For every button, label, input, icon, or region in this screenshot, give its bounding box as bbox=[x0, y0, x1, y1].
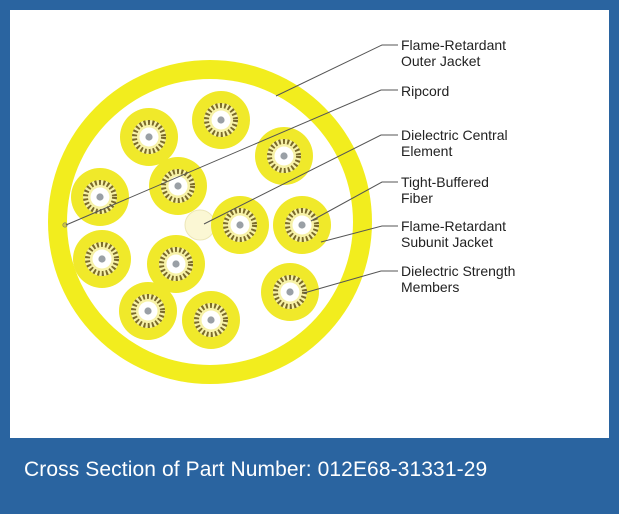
label-outer-jacket-line1: Flame-Retardant bbox=[401, 37, 506, 53]
subunit bbox=[73, 230, 131, 288]
leader-lines bbox=[65, 44, 398, 294]
fiber-core bbox=[207, 316, 215, 324]
label-tight-buffered-fiber-line2: Fiber bbox=[401, 190, 433, 206]
leader-line bbox=[65, 89, 398, 226]
strength-member-stripes bbox=[285, 208, 319, 242]
fiber-core bbox=[217, 116, 225, 124]
diagram-panel: Flame-Retardant Outer Jacket Ripcord Die… bbox=[10, 10, 609, 438]
strength-member-stripes bbox=[85, 242, 119, 276]
fiber-core bbox=[172, 260, 180, 268]
label-outer-jacket-line2: Outer Jacket bbox=[401, 53, 480, 69]
leader-line bbox=[320, 225, 398, 243]
strength-member-stripes bbox=[83, 180, 117, 214]
leader-line bbox=[310, 181, 398, 222]
leader-line bbox=[203, 134, 398, 225]
strength-member-stripes bbox=[223, 208, 257, 242]
subunit bbox=[192, 91, 250, 149]
fiber-core bbox=[98, 255, 106, 263]
cable-cross-section-diagram: Flame-Retardant Outer Jacket Ripcord Die… bbox=[48, 37, 519, 384]
label-ripcord-line1: Ripcord bbox=[401, 83, 449, 99]
fiber-core bbox=[286, 288, 294, 296]
label-subunit-jacket-line1: Flame-Retardant bbox=[401, 218, 506, 234]
subunit bbox=[147, 235, 205, 293]
label-outer-jacket: Flame-Retardant Outer Jacket bbox=[401, 37, 510, 69]
caption-text: Cross Section of Part Number: 012E68-313… bbox=[24, 458, 488, 481]
fiber-core bbox=[144, 307, 152, 315]
strength-member-stripes bbox=[204, 103, 238, 137]
strength-member-stripes bbox=[161, 169, 195, 203]
label-subunit-jacket-line2: Subunit Jacket bbox=[401, 234, 493, 250]
leader-line bbox=[275, 44, 398, 97]
subunit bbox=[71, 168, 129, 226]
label-tight-buffered-fiber: Tight-Buffered Fiber bbox=[401, 174, 493, 206]
strength-member-stripes bbox=[131, 294, 165, 328]
strength-member-stripes bbox=[194, 303, 228, 337]
subunit bbox=[120, 108, 178, 166]
strength-member-stripes bbox=[273, 275, 307, 309]
subunits-group bbox=[71, 91, 331, 349]
fiber-core bbox=[236, 221, 244, 229]
label-strength-members-line1: Dielectric Strength bbox=[401, 263, 515, 279]
dielectric-central-element bbox=[184, 209, 216, 241]
label-central-element-line1: Dielectric Central bbox=[401, 127, 508, 143]
strength-member-stripes bbox=[267, 139, 301, 173]
label-subunit-jacket: Flame-Retardant Subunit Jacket bbox=[401, 218, 510, 250]
subunit bbox=[149, 157, 207, 215]
fiber-core bbox=[174, 182, 182, 190]
subunit bbox=[273, 196, 331, 254]
fiber-core bbox=[298, 221, 306, 229]
label-ripcord: Ripcord bbox=[401, 83, 449, 99]
subunit bbox=[182, 291, 240, 349]
strength-member-stripes bbox=[132, 120, 166, 154]
label-tight-buffered-fiber-line1: Tight-Buffered bbox=[401, 174, 489, 190]
subunit bbox=[211, 196, 269, 254]
caption-bar: Cross Section of Part Number: 012E68-313… bbox=[0, 438, 619, 514]
label-central-element: Dielectric Central Element bbox=[401, 127, 511, 159]
subunit bbox=[255, 127, 313, 185]
label-strength-members: Dielectric Strength Members bbox=[401, 263, 519, 295]
label-strength-members-line2: Members bbox=[401, 279, 459, 295]
subunit bbox=[119, 282, 177, 340]
fiber-core bbox=[145, 133, 153, 141]
label-central-element-line2: Element bbox=[401, 143, 452, 159]
fiber-core bbox=[96, 193, 104, 201]
fiber-core bbox=[280, 152, 288, 160]
strength-member-stripes bbox=[159, 247, 193, 281]
labels-group: Flame-Retardant Outer Jacket Ripcord Die… bbox=[401, 37, 519, 295]
leader-line bbox=[303, 270, 398, 294]
subunit bbox=[261, 263, 319, 321]
